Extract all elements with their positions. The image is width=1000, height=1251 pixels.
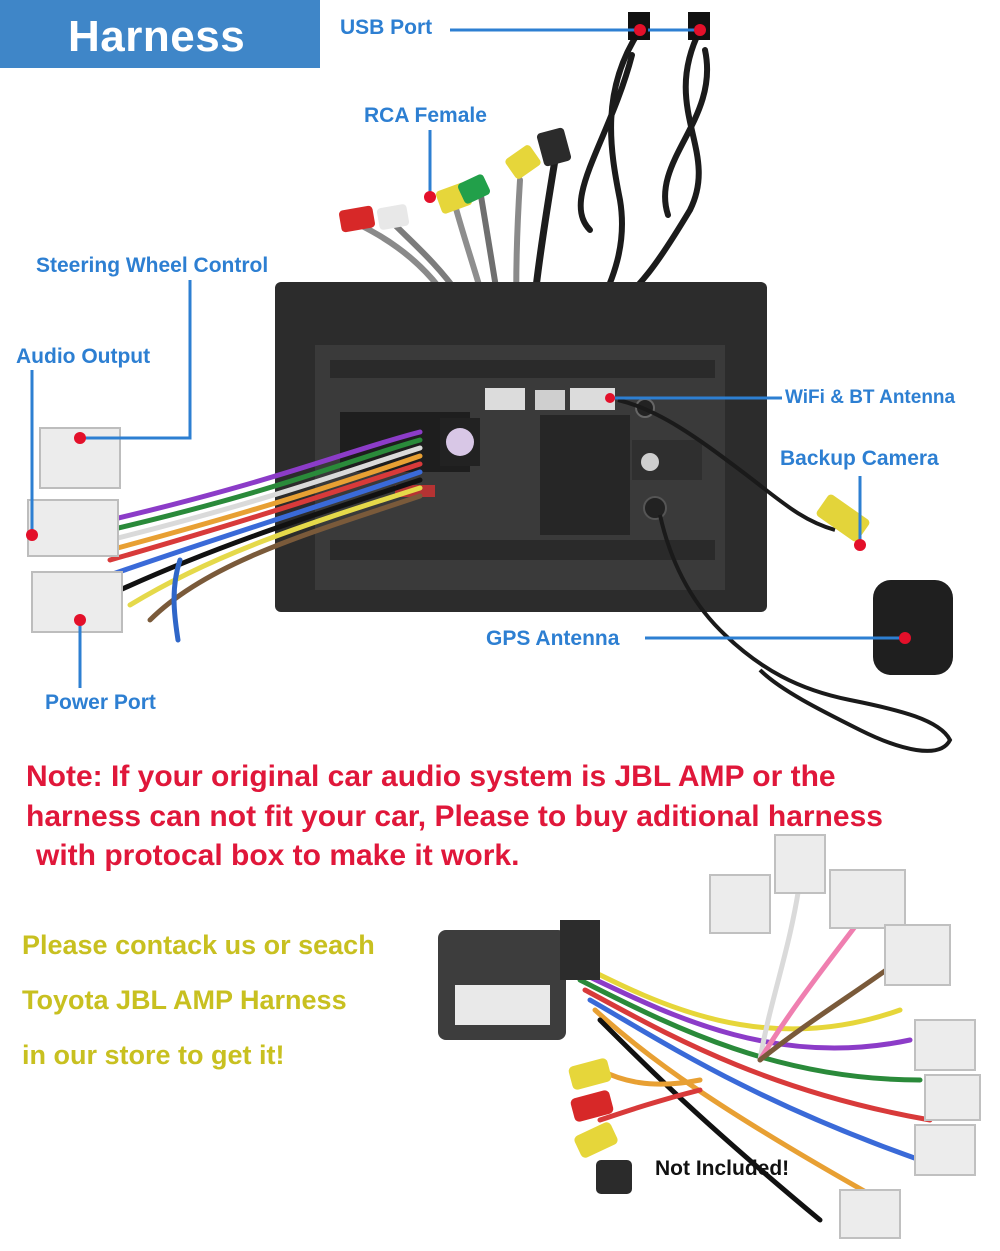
backup-camera-plug xyxy=(816,494,870,542)
contact-line-1: Please contack us or seach xyxy=(22,930,375,960)
note-line-2: harness can not fit your car, Please to … xyxy=(26,800,883,833)
gps-puck xyxy=(873,580,953,675)
note-line-3: with protocal box to make it work. xyxy=(36,839,520,872)
left-connectors xyxy=(27,427,123,633)
page-title: Harness xyxy=(68,12,246,61)
backup-camera-label: Backup Camera xyxy=(780,447,939,470)
power-port-label: Power Port xyxy=(45,691,156,714)
contact-line-3: in our store to get it! xyxy=(22,1040,285,1070)
note-line-1: Note: If your original car audio system … xyxy=(26,760,836,793)
rca-plugs xyxy=(338,127,572,233)
extra-harness xyxy=(438,834,981,1239)
left-wires xyxy=(107,429,423,643)
usb-port-label: USB Port xyxy=(340,16,433,39)
callout-lines xyxy=(30,28,905,688)
header-banner xyxy=(0,0,320,68)
gps-cable xyxy=(658,514,953,753)
audio-output-label: Audio Output xyxy=(16,345,151,368)
wifi-bt-antenna-label: WiFi & BT Antenna xyxy=(785,387,956,408)
callout-markers xyxy=(26,24,911,644)
contact-line-2: Toyota JBL AMP Harness xyxy=(22,985,347,1015)
head-unit xyxy=(275,282,767,612)
not-included-label: Not Included! xyxy=(655,1157,790,1180)
rca-female-label: RCA Female xyxy=(364,104,487,127)
gps-antenna-label: GPS Antenna xyxy=(486,627,620,650)
steering-wheel-control-label: Steering Wheel Control xyxy=(36,254,269,277)
wifi-cable xyxy=(617,398,836,532)
